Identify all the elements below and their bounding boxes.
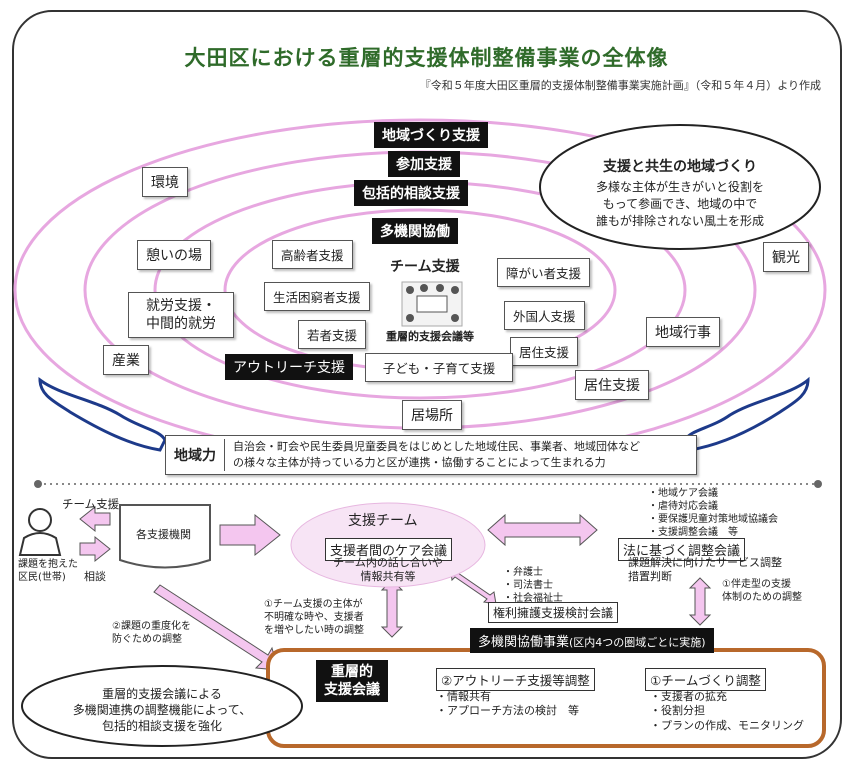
layer-community: 地域づくり支援	[374, 122, 488, 148]
item-place: 居場所	[402, 400, 462, 430]
item-elderly: 高齢者支援	[272, 240, 353, 269]
item-youth: 若者支援	[298, 320, 367, 349]
team-building-coordination: ①チームづくり調整	[645, 668, 766, 691]
note-right: ①伴走型の支援 体制のための調整	[722, 579, 802, 603]
layered-support-meeting: 重層的 支援会議	[316, 660, 388, 703]
item-rest-place: 憩いの場	[137, 240, 211, 270]
bottom-bubble-text: 重層的支援会議による 多機関連携の調整機能によって、 包括的相談支援を強化	[72, 687, 252, 734]
layer-collaboration: 多機関協働	[372, 218, 458, 244]
multi-agency-project-label: 多機関協働事業	[478, 635, 570, 650]
arrow-legal-multi	[688, 577, 712, 626]
left-hand-icon	[38, 377, 167, 452]
item-disability: 障がい者支援	[497, 258, 591, 287]
legal-meeting-desc: 課題解決に向けたサービス調整 措置判断	[628, 556, 782, 584]
item-employment: 就労支援・ 中間的就労	[128, 292, 234, 339]
multi-agency-project: 多機関協働事業(区内4つの圏域ごとに実施)	[470, 628, 714, 653]
note-center: ①チーム支援の主体が 不明確な時や、支援者 を増やしたい時の調整	[264, 599, 364, 636]
rights-meeting: 権利擁護支援検討会議	[488, 602, 619, 623]
experts-list: ・弁護士 ・司法書士 ・社会福祉士	[503, 567, 563, 604]
regional-power-label: 地域力	[166, 438, 225, 471]
item-housing-outer: 居住支援	[575, 370, 649, 400]
page-title: 大田区における重層的支援体制整備事業の全体像	[184, 46, 669, 70]
support-team-label: 支援チーム	[348, 513, 418, 529]
legal-meeting-list: ・地域ケア会議 ・虐待対応会議 ・要保護児童対策地域協議会 ・支援調整会議 等	[648, 488, 778, 538]
team-support-label: チーム支援	[62, 497, 120, 511]
multi-agency-project-note: (区内4つの圏域ごとに実施)	[569, 636, 706, 649]
care-meeting-desc: チーム内の話し合いや 情報共有等	[333, 556, 443, 584]
resident-label: 課題を抱えた 区民(世帯)	[18, 559, 78, 583]
center-meeting: 重層的支援会議等	[386, 330, 474, 343]
item-events: 地域行事	[646, 317, 720, 347]
community-bubble	[539, 124, 821, 250]
outreach-coordination: ②アウトリーチ支援等調整	[436, 668, 595, 691]
arrow-team-multi	[380, 579, 404, 638]
item-foreigner: 外国人支援	[504, 301, 585, 330]
layer-consultation: 包括的相談支援	[354, 180, 468, 206]
item-housing-inner: 居住支援	[510, 337, 579, 366]
care-meeting: 支援者間のケア会議	[325, 538, 453, 561]
arrow-consult	[79, 535, 111, 563]
arrow-to-resident	[79, 505, 111, 533]
arrow-to-team	[219, 513, 281, 557]
meeting-icon	[401, 281, 463, 327]
regional-power-box: 地域力 自治会・町会や民生委員児童委員をはじめとした地域住民、事業者、地域団体な…	[165, 435, 697, 475]
item-poverty: 生活困窮者支援	[264, 282, 370, 311]
consult-label: 相談	[84, 570, 106, 583]
bubble-heading: 支援と共生の地域づくり	[603, 159, 757, 175]
legal-meeting: 法に基づく調整会議	[618, 538, 746, 561]
agency-box	[119, 504, 211, 569]
bottom-bubble	[21, 665, 303, 747]
item-industry: 産業	[103, 345, 149, 375]
item-environment: 環境	[142, 167, 188, 197]
regional-power-text: 自治会・町会や民生委員児童委員をはじめとした地域住民、事業者、地域団体など の様…	[233, 440, 640, 469]
outreach-coordination-items: ・情報共有 ・アプローチ方法の検討 等	[436, 690, 579, 718]
center-heading: チーム支援	[390, 259, 460, 275]
arrow-team-legal	[487, 513, 598, 547]
bubble-text: 多様な主体が生きがいと役割を もって参画でき、地域の中で 誰もが排除されない風土…	[595, 180, 764, 228]
layer-participation: 参加支援	[388, 151, 460, 177]
bubble-content: 支援と共生の地域づくり 多様な主体が生きがいと役割を もって参画でき、地域の中で…	[555, 156, 805, 229]
source-note: 『令和５年度大田区重層的支援体制整備事業実施計画』（令和５年４月）より作成	[419, 79, 821, 92]
agencies-label: 各支援機関	[136, 528, 191, 541]
team-building-items: ・支援者の拡充 ・役割分担 ・プランの作成、モニタリング	[650, 690, 804, 732]
outreach-label: アウトリーチ支援	[225, 354, 353, 380]
note-left: ②課題の重度化を 防ぐための調整	[112, 621, 191, 645]
item-children: 子ども・子育て支援	[365, 353, 513, 382]
item-tourism: 観光	[763, 242, 809, 272]
person-icon	[18, 508, 62, 556]
